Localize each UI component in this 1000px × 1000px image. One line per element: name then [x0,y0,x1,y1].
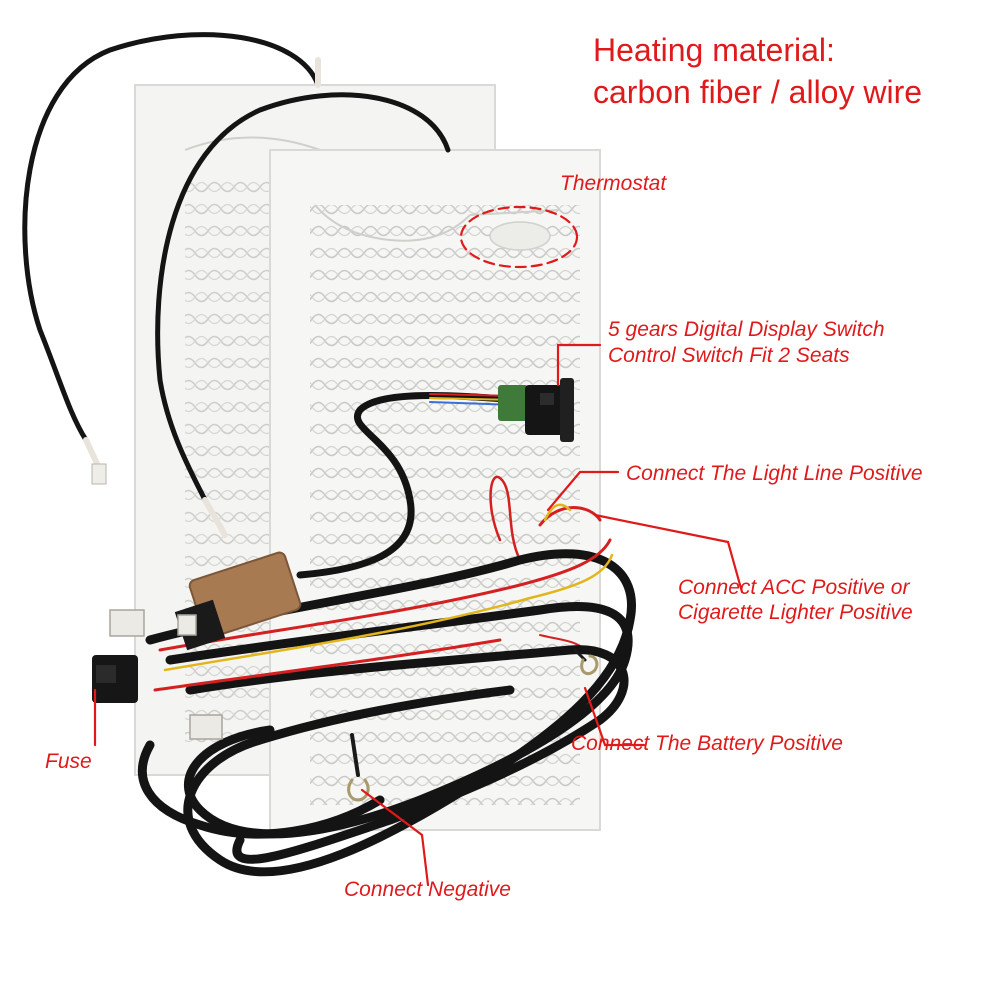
control-module [174,551,302,651]
harness-red-yellow [153,538,614,692]
label-acc-line-2: Cigarette Lighter Positive [678,601,913,624]
heading-line-1: Heating material: [593,32,835,68]
ring-terminals [347,648,599,802]
thermostat-callout-ellipse [459,205,579,269]
annotations [93,205,744,887]
light-line-callout [546,470,620,512]
label-acc-line-1: Connect ACC Positive or [678,576,910,599]
connectors [92,609,223,740]
negative-callout-line [360,788,430,887]
label-negative: Connect Negative [344,878,511,901]
heating-pad-front [269,149,601,831]
label-fuse: Fuse [45,750,92,773]
heading-line-2: carbon fiber / alloy wire [593,74,923,110]
label-light-line: Connect The Light Line Positive [626,462,923,485]
label-switch-line-1: 5 gears Digital Display Switch [608,318,885,341]
thermostat-sensor [489,221,551,251]
label-thermostat: Thermostat [560,172,667,195]
wire-harness [137,549,636,877]
digital-switch [498,378,574,442]
label-battery: Connect The Battery Positive [571,732,843,755]
switch-callout-line [556,343,602,387]
acc-callout-line [593,513,744,594]
pad-lead-wires [22,32,451,538]
battery-callout-line [583,686,646,747]
label-switch-line-2: Control Switch Fit 2 Seats [608,344,850,367]
